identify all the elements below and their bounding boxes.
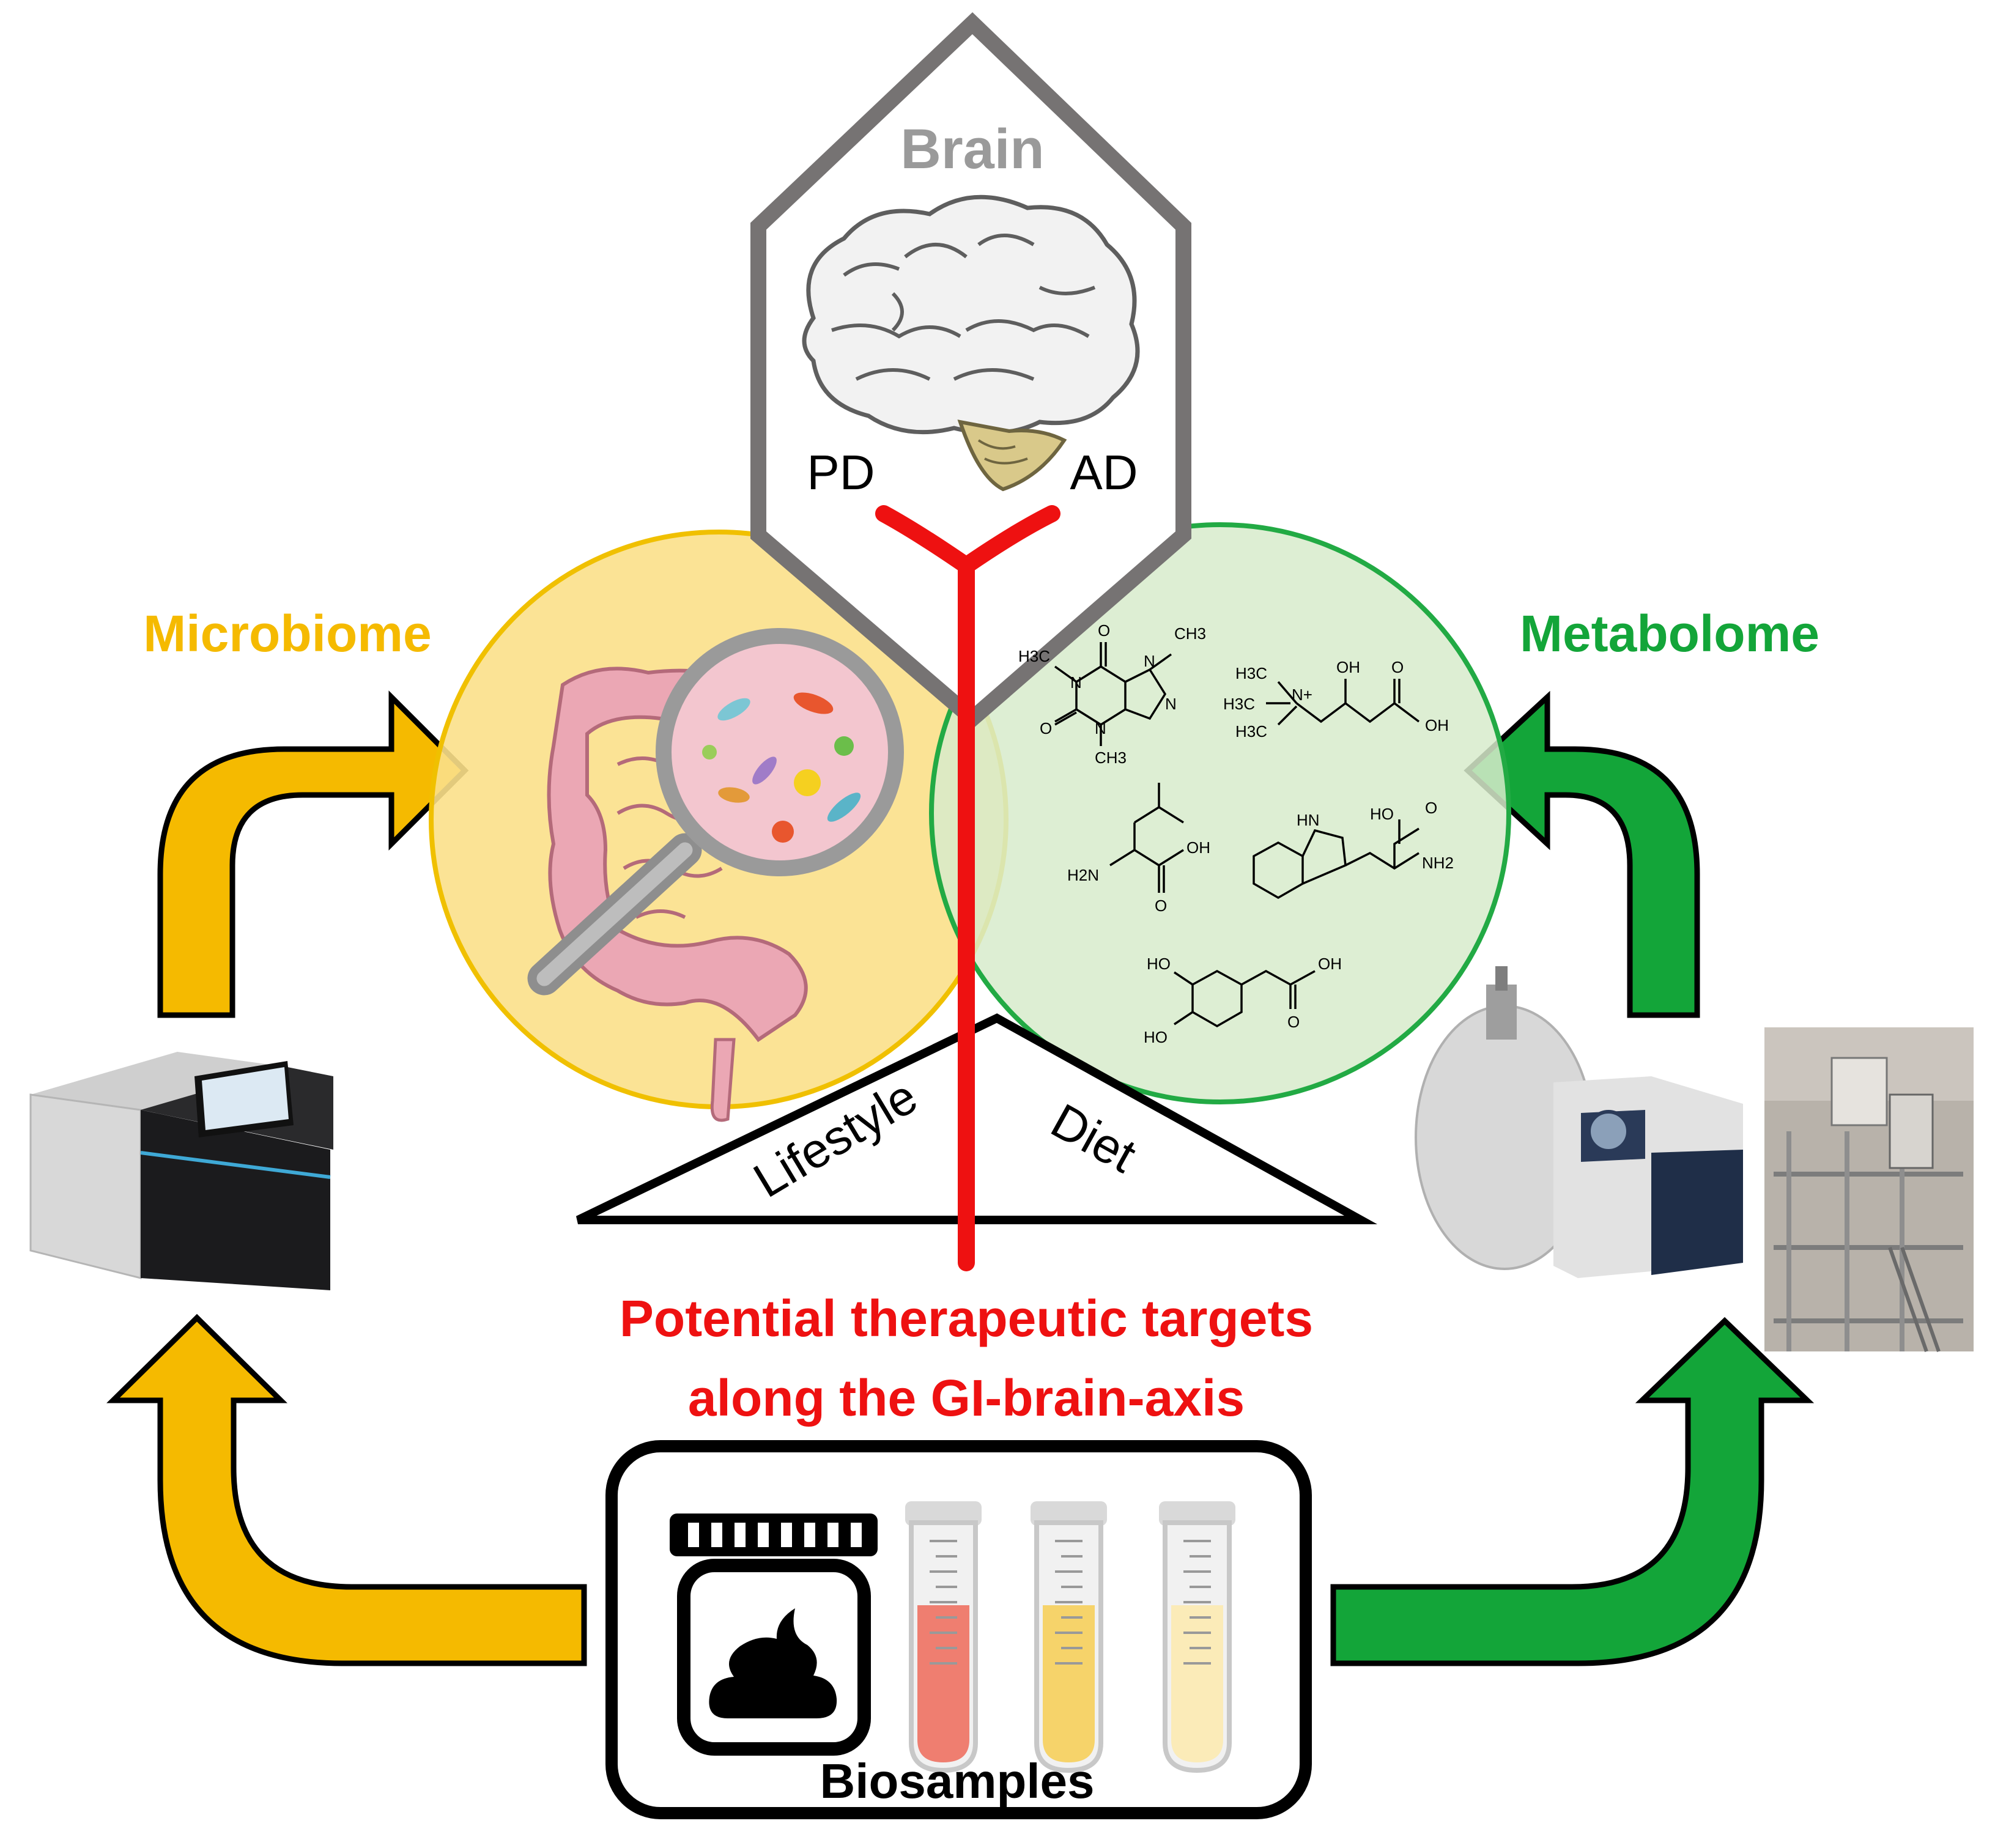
chem-text: OH — [1318, 955, 1342, 973]
microbiome-label: Microbiome — [143, 605, 431, 662]
urine-tube-icon — [1159, 1501, 1235, 1773]
chem-caffeine — [1054, 642, 1172, 746]
chem-caffeine-labels: H3C CH3 CH3 N N N N O O — [1018, 621, 1206, 767]
chem-text: N+ — [1292, 686, 1312, 704]
chem-text: HO — [1144, 1028, 1168, 1046]
chem-text: O — [1425, 799, 1437, 817]
chem-text: O — [1287, 1013, 1300, 1031]
chem-text: NH2 — [1422, 854, 1454, 872]
chem-text: OH — [1186, 838, 1210, 857]
serum-tube-icon — [1031, 1501, 1107, 1773]
chem-text: O — [1098, 621, 1110, 640]
chem-text: O — [1155, 896, 1167, 915]
microbiome-upper-arrow — [157, 690, 469, 1018]
chem-text: CH3 — [1095, 748, 1127, 767]
pd-label: PD — [807, 445, 875, 500]
therapeutic-title-line2: along the GI-brain-axis — [688, 1369, 1245, 1427]
chem-text: HO — [1370, 805, 1394, 823]
chem-text: OH — [1425, 716, 1449, 734]
chem-text: O — [1391, 658, 1404, 676]
chem-text: OH — [1336, 658, 1360, 676]
brain-label: Brain — [900, 118, 1044, 180]
chem-tryptophan-labels: HN HO O NH2 — [1297, 799, 1454, 872]
chem-text: HN — [1297, 811, 1320, 829]
metabolome-lower-arrow — [1330, 1317, 1815, 1666]
therapeutic-title-line1: Potential therapeutic targets — [620, 1290, 1313, 1347]
chem-carnitine-labels: H3C H3C H3C N+ OH O OH — [1223, 658, 1449, 741]
biosamples-label: Biosamples — [820, 1754, 1094, 1808]
mass-spectrometer-icon — [1415, 966, 1743, 1278]
specimen-jar-icon — [670, 1514, 878, 1756]
sequencer-icon — [29, 1052, 333, 1290]
chem-text: H2N — [1067, 866, 1099, 884]
microbiome-lower-arrow — [106, 1314, 587, 1666]
blood-tube-icon — [905, 1501, 982, 1773]
ad-label: AD — [1070, 445, 1138, 500]
chem-dopac-labels: HO HO OH O — [1144, 955, 1342, 1046]
brain-icon — [802, 194, 1140, 492]
chem-text: HO — [1147, 955, 1171, 973]
chem-text: H3C — [1235, 722, 1267, 741]
stool-icon — [709, 1608, 837, 1718]
magnifying-glass-icon — [527, 628, 904, 996]
chem-tryptophan — [1253, 819, 1419, 900]
metabolome-label: Metabolome — [1520, 605, 1819, 662]
chem-text: N — [1165, 695, 1177, 713]
chem-leucine — [1109, 783, 1184, 893]
chem-text: H3C — [1018, 647, 1050, 665]
chem-leucine-labels: H2N OH O — [1067, 838, 1210, 915]
chem-text: CH3 — [1174, 624, 1206, 643]
chem-dopac — [1174, 970, 1316, 1028]
chem-carnitine — [1266, 679, 1420, 726]
chem-text: N — [1070, 673, 1082, 692]
chem-text: N — [1144, 652, 1155, 670]
chem-text: H3C — [1235, 664, 1267, 682]
therapeutic-axis-y — [875, 505, 1060, 1271]
chem-text: H3C — [1223, 695, 1255, 713]
chem-text: O — [1040, 719, 1052, 737]
chem-text: N — [1095, 719, 1106, 737]
nmr-lab-icon — [1764, 1027, 1974, 1352]
metabolome-circle — [929, 522, 1511, 1104]
metabolome-upper-arrow — [1464, 690, 1700, 1018]
